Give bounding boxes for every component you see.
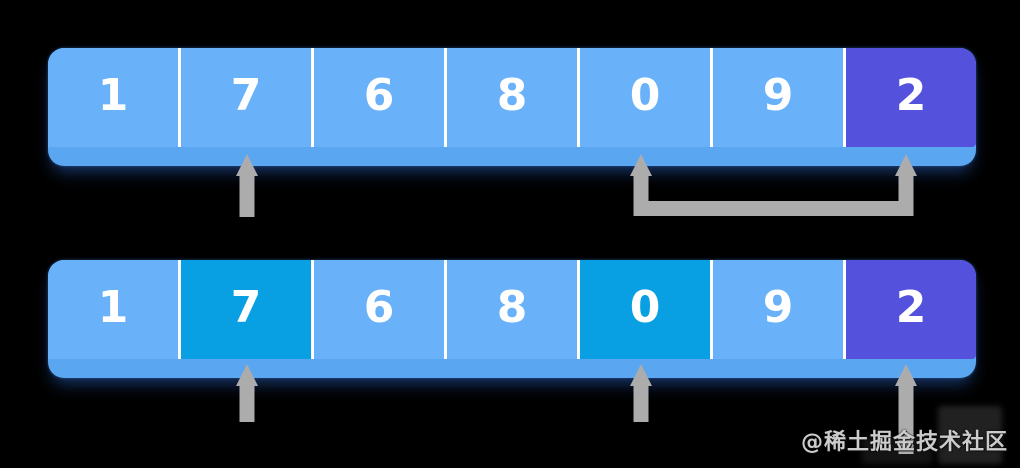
array-cell-default: 0 bbox=[580, 48, 713, 147]
cell-value: 7 bbox=[230, 69, 262, 121]
array-cells-row-1: 1 7 6 8 0 9 2 bbox=[48, 48, 976, 147]
cell-value: 8 bbox=[496, 281, 528, 333]
watermark-text: @稀土掘金技术社区 bbox=[800, 430, 1008, 455]
array-cell-default: 9 bbox=[713, 260, 846, 359]
array-cell-default: 6 bbox=[314, 260, 447, 359]
array-cell-active: 7 bbox=[181, 260, 314, 359]
cell-value: 2 bbox=[895, 281, 927, 333]
cell-value: 7 bbox=[230, 281, 262, 333]
array-cell-default: 1 bbox=[48, 48, 181, 147]
array-row-1: 1 7 6 8 0 9 2 bbox=[48, 48, 976, 166]
array-cell-default: 9 bbox=[713, 48, 846, 147]
cell-value: 8 bbox=[496, 69, 528, 121]
array-cell-pivot: 2 bbox=[846, 260, 976, 359]
cell-value: 1 bbox=[97, 281, 129, 333]
cell-value: 1 bbox=[97, 69, 129, 121]
cell-value: 0 bbox=[629, 281, 661, 333]
array-row-2: 1 7 6 8 0 9 2 bbox=[48, 260, 976, 378]
array-cell-default: 6 bbox=[314, 48, 447, 147]
watermark-ghost-blur bbox=[938, 406, 1002, 464]
cell-value: 9 bbox=[762, 281, 794, 333]
cell-value: 6 bbox=[363, 281, 395, 333]
array-cell-default: 8 bbox=[447, 260, 580, 359]
cell-value: 6 bbox=[363, 69, 395, 121]
array-cell-default: 8 bbox=[447, 48, 580, 147]
array-cell-active: 0 bbox=[580, 260, 713, 359]
cell-value: 2 bbox=[895, 69, 927, 121]
array-cell-default: 7 bbox=[181, 48, 314, 147]
cell-value: 0 bbox=[629, 69, 661, 121]
array-cells-row-2: 1 7 6 8 0 9 2 bbox=[48, 260, 976, 359]
cell-value: 9 bbox=[762, 69, 794, 121]
array-cell-pivot: 2 bbox=[846, 48, 976, 147]
array-cell-default: 1 bbox=[48, 260, 181, 359]
